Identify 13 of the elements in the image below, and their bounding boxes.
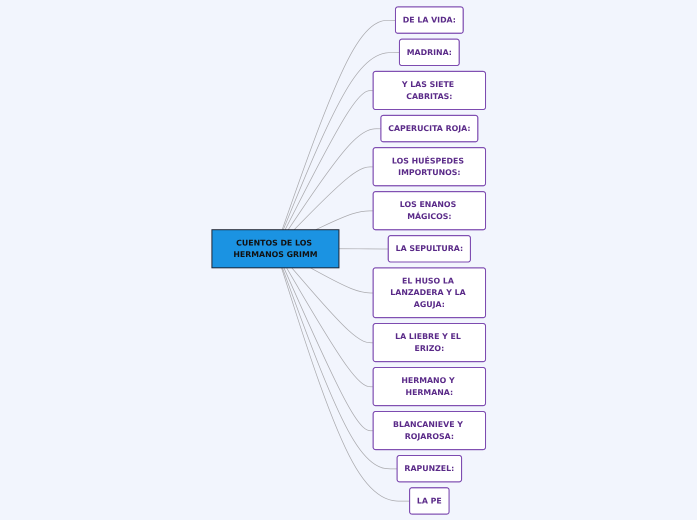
connector xyxy=(284,90,374,230)
connector xyxy=(283,266,374,431)
connector xyxy=(315,210,374,230)
connector xyxy=(288,128,382,230)
connector xyxy=(294,166,374,230)
connector xyxy=(282,52,400,230)
connector xyxy=(310,266,374,293)
connector xyxy=(282,266,398,469)
connector xyxy=(291,266,374,343)
connector xyxy=(286,266,374,387)
connector xyxy=(282,19,396,230)
connector xyxy=(338,248,389,249)
connector xyxy=(280,266,410,501)
